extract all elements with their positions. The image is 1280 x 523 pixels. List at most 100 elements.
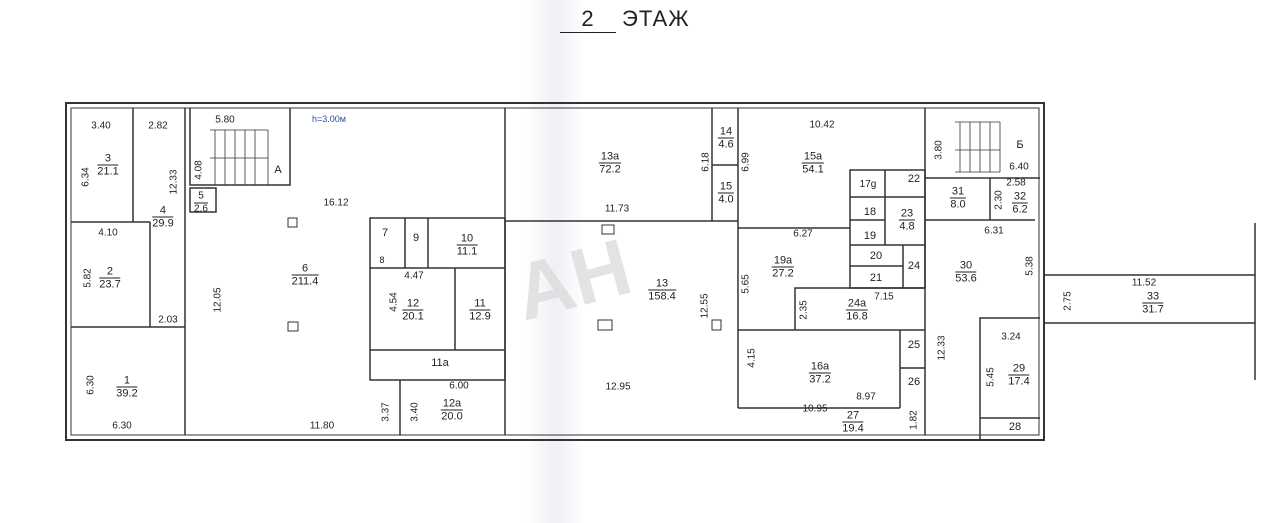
floor-number: 2 xyxy=(560,6,616,33)
room-9[interactable]: 9 xyxy=(413,232,419,244)
room-28[interactable]: 28 xyxy=(1009,421,1021,433)
dimension: 5.65 xyxy=(740,274,752,294)
room-number: 12а xyxy=(440,397,464,411)
room-25[interactable]: 25 xyxy=(908,339,920,351)
dimension: 5.80 xyxy=(215,114,235,126)
room-number: 8 xyxy=(379,255,385,265)
room-area: 16.8 xyxy=(846,310,868,323)
room-number: 24 xyxy=(907,260,921,272)
room-area: 31.7 xyxy=(1142,303,1164,316)
room-number: 19 xyxy=(863,230,877,242)
dimension: 3.80 xyxy=(933,140,945,160)
room-area: 27.2 xyxy=(772,267,794,280)
room-26[interactable]: 26 xyxy=(908,376,920,388)
room-number: 24а xyxy=(845,297,869,311)
room-number: 31 xyxy=(949,185,967,199)
room-number: 3 xyxy=(97,153,119,166)
room-number: 29 xyxy=(1008,363,1030,376)
room-number: 33 xyxy=(1142,291,1164,304)
room-number: 10 xyxy=(456,233,478,246)
room-number: 23 xyxy=(898,207,916,221)
dimension: 11.52 xyxy=(1131,277,1157,289)
room-18[interactable]: 18 xyxy=(864,206,876,218)
dimension: 6.00 xyxy=(449,380,469,392)
room-area: 2.6 xyxy=(194,203,208,215)
dimension: 2.82 xyxy=(148,120,168,132)
dimension: 4.54 xyxy=(388,292,400,312)
dimension: 2.30 xyxy=(993,190,1005,210)
room-number: 16а xyxy=(808,360,832,374)
room-8[interactable]: 8 xyxy=(379,254,384,266)
dimension: 2.03 xyxy=(158,314,178,326)
room-19[interactable]: 19 xyxy=(864,230,876,242)
dimension: 2.75 xyxy=(1062,291,1074,311)
room-21[interactable]: 21 xyxy=(870,272,882,284)
room-number: 21 xyxy=(869,272,883,284)
room-22[interactable]: 22 xyxy=(908,173,920,185)
dimension: 10.95 xyxy=(802,403,828,415)
room-11a[interactable]: 11а xyxy=(431,357,449,369)
room-17g[interactable]: 17g xyxy=(860,179,877,191)
dimension: 8.97 xyxy=(856,391,876,403)
ceiling-height-label: h=3.00м xyxy=(312,114,346,124)
room-area: 53.6 xyxy=(955,272,977,285)
room-20[interactable]: 20 xyxy=(870,250,882,262)
dimension: 2.35 xyxy=(798,300,810,320)
dimension: 12.33 xyxy=(168,169,180,195)
dimension: 4.10 xyxy=(98,227,118,239)
room-7[interactable]: 7 xyxy=(382,227,388,239)
room-area: 21.1 xyxy=(97,165,119,178)
room-area: 4.8 xyxy=(899,220,915,233)
room-number: 32 xyxy=(1011,190,1029,204)
room-24[interactable]: 24 xyxy=(908,260,920,272)
room-number: 11 xyxy=(469,298,491,311)
room-area: 4.0 xyxy=(718,193,734,206)
dimension: 11.80 xyxy=(309,420,335,432)
room-number: 27 xyxy=(842,410,864,423)
room-area: 54.1 xyxy=(802,163,824,176)
room-number: 6 xyxy=(291,263,319,276)
dimension: 7.15 xyxy=(874,291,894,303)
room-area: 11.1 xyxy=(456,245,478,258)
room-number: 1 xyxy=(116,375,138,388)
stair-b-label: Б xyxy=(1016,139,1024,151)
dimension: 5.82 xyxy=(82,268,94,288)
room-number: 4 xyxy=(152,205,174,218)
dimension: 4.08 xyxy=(193,160,205,180)
dimension: 6.40 xyxy=(1009,161,1029,173)
room-area: 8.0 xyxy=(950,198,966,211)
dimension: 16.12 xyxy=(323,197,349,209)
dimension: 5.38 xyxy=(1024,256,1036,276)
dimension: 12.55 xyxy=(699,293,711,319)
room-number: 15а xyxy=(801,150,825,164)
floor-label: ЭТАЖ xyxy=(622,6,690,31)
dimension: 6.99 xyxy=(740,152,752,172)
room-number: 5 xyxy=(194,191,208,204)
